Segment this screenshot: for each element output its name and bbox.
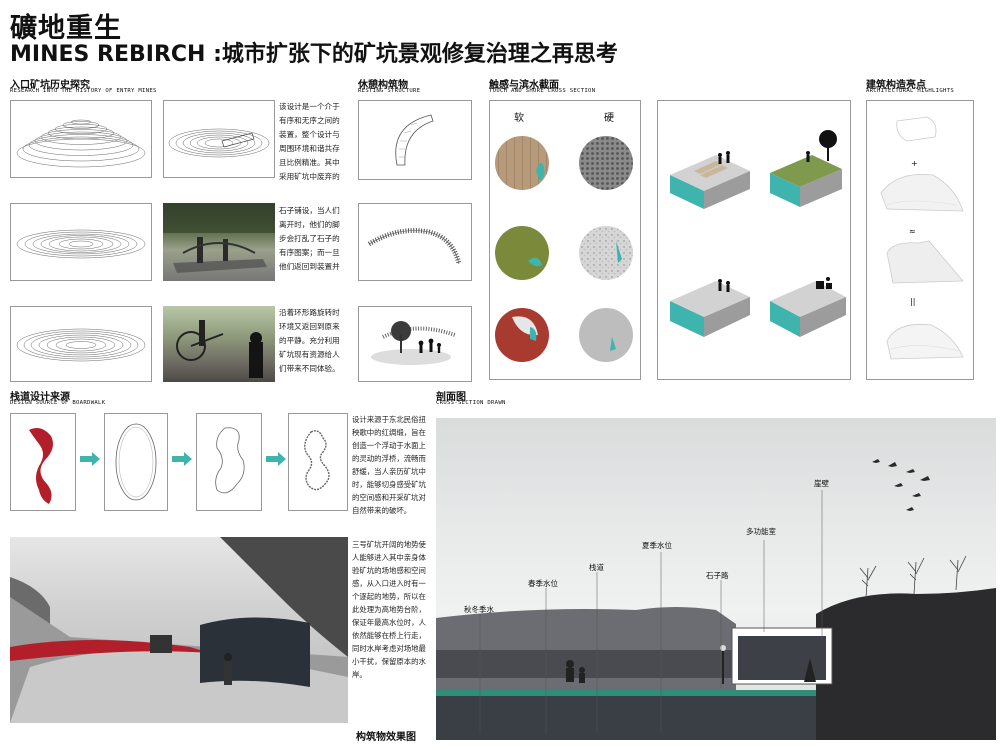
shore-panel: [657, 100, 851, 380]
spring-water-label: 春季水位: [528, 579, 558, 588]
render-text: 三号矿坑开阔的地势使人能够进入其中亲身体验矿坑的场地感和空间感，从入口进入时有一…: [352, 540, 426, 679]
boardwalk-text: 设计来源于东北民俗扭秧歌中的红绸缎，旨在创造一个浮动于水面上的灵动的浮桥，流畅而…: [352, 415, 426, 515]
touch-heading-en: TOUCH AND SHORE CROSS SECTION: [489, 88, 596, 94]
resting-heading: 休憩构筑物: [358, 80, 408, 91]
mine-contour-drawing-4: [10, 306, 152, 382]
freeform-path-drawing: [196, 413, 262, 511]
plus-symbol: +: [911, 159, 918, 168]
touch-panel: 软 硬: [489, 100, 641, 380]
grass-texture-circle: [495, 226, 549, 280]
metal-texture-circle: [579, 136, 633, 190]
mine-contour-drawing-1: [10, 100, 152, 178]
shore-block-3: [670, 279, 750, 337]
arch-heading-en: ARCHITECTURAL HIGHLIGHTS: [866, 88, 955, 94]
section-heading: 剖面图: [436, 392, 466, 403]
structure-render-image: [10, 537, 348, 723]
mine-contour-drawing-2: [163, 100, 275, 178]
shore-block-4: [770, 277, 846, 337]
installation-photo-2: [163, 306, 275, 382]
resting-structure-sketch-2: [358, 203, 472, 281]
resting-structure-sketch-1: [358, 100, 472, 180]
history-text-1: 该设计是一个介于有序和无序之间的装置，整个设计与周围环境和谐共存且比例精准。其中…: [279, 102, 340, 180]
concrete-texture-circle: [579, 308, 633, 362]
red-silk-drawing: [10, 413, 76, 511]
multi-function-room-label: 多功能室: [746, 527, 776, 536]
approx-symbol: ≈: [909, 227, 916, 236]
oval-path-drawing: [104, 413, 168, 511]
summer-water-label: 夏季水位: [642, 541, 672, 550]
cross-section-drawing: 秋冬季水 春季水位 栈道 夏季水位 石子路 多功能室 崖壁: [436, 418, 996, 740]
boardwalk-heading-en: DESIGN SOURCE OF BOARDWALK: [10, 400, 106, 406]
arrow-icon: [172, 452, 192, 466]
arrow-icon: [80, 452, 100, 466]
gravel-texture-circle: [579, 226, 633, 280]
resting-heading-en: RESTING STRUCTURE: [358, 88, 421, 94]
resting-structure-sketch-3: [358, 306, 472, 382]
boardwalk-heading: 栈道设计来源: [10, 392, 70, 403]
clay-texture-circle: [495, 308, 549, 362]
arrow-icon: [266, 452, 286, 466]
arch-heading: 建筑构造亮点: [866, 80, 926, 91]
installation-photo-1: [163, 203, 275, 281]
arch-panel: + ≈ ||: [866, 100, 974, 380]
shore-block-2: [770, 130, 842, 207]
page-subtitle: MINES REBIRCH :城市扩张下的矿坑景观修复治理之再思考: [10, 42, 618, 67]
history-heading: 入口矿坑历史探究: [10, 80, 90, 91]
cliff-label: 崖壁: [814, 479, 829, 488]
boardwalk-label: 栈道: [589, 563, 604, 572]
page-title: 礦地重生: [10, 13, 122, 44]
history-heading-en: RESEARCH INTO THE HISTORY OF ENTRY MINES: [10, 88, 157, 94]
final-path-drawing: [288, 413, 348, 511]
render-caption: 构筑物效果图: [356, 732, 416, 743]
wood-texture-circle: [495, 136, 549, 190]
history-text-3: 沿着环形路旋转时环境又返回到原来的平静。充分利用矿坑现有资源给人们带来不同体验。: [279, 308, 340, 373]
mine-contour-drawing-3: [10, 203, 152, 281]
shore-block-1: [670, 151, 750, 209]
section-heading-en: CROSS-SECTION DRAWN: [436, 400, 506, 406]
hard-header: 硬: [604, 113, 614, 124]
touch-heading: 触感与滨水截面: [489, 80, 559, 91]
autumn-water-label: 秋冬季水: [464, 605, 494, 614]
history-text-2: 石子铺设，当人们离开时，他们的脚步会打乱了石子的有序图案；而一旦他们返回到装置并: [279, 206, 340, 271]
soft-header: 软: [514, 113, 524, 124]
equals-symbol: ||: [910, 297, 916, 306]
stone-path-label: 石子路: [706, 571, 729, 580]
